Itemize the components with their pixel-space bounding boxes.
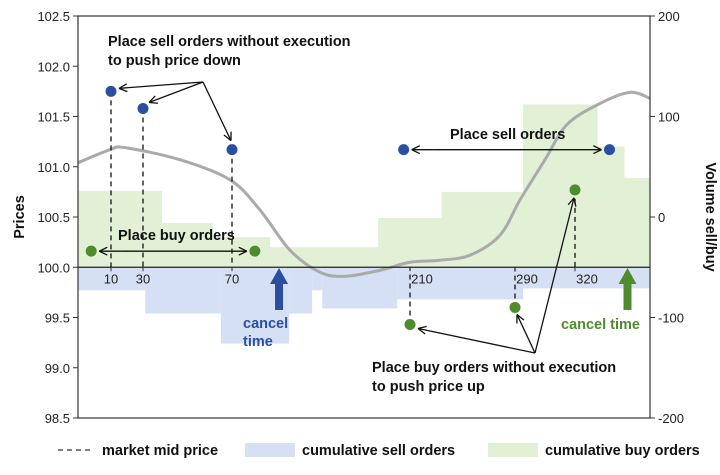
legend-mid-label: market mid price bbox=[102, 443, 218, 459]
legend: market mid price cumulative sell orders … bbox=[58, 443, 700, 459]
y2-axis-label: Volume sell/buy bbox=[702, 162, 718, 271]
y-tick-label: 101.5 bbox=[37, 110, 70, 125]
buy-order-point bbox=[570, 184, 581, 195]
y-tick-label: 102.5 bbox=[37, 9, 70, 24]
x-tick-label: 10 bbox=[104, 271, 118, 286]
buy-order-point bbox=[86, 246, 97, 257]
buy-order-point bbox=[405, 319, 416, 330]
y2-tick-label: 200 bbox=[658, 9, 680, 24]
sell-order-point bbox=[138, 103, 149, 114]
annotation-arrow bbox=[517, 314, 535, 353]
legend-buy-label: cumulative buy orders bbox=[545, 443, 700, 459]
cancel-buy-label: cancel time bbox=[561, 317, 640, 333]
cancel-sell-label-2: time bbox=[243, 334, 273, 350]
sell-order-bar bbox=[145, 267, 221, 313]
y2-tick-label: -200 bbox=[658, 411, 684, 426]
sell-order-point bbox=[227, 144, 238, 155]
sell-order-point bbox=[604, 144, 615, 155]
x-tick-label: 30 bbox=[136, 271, 150, 286]
y-tick-label: 99.5 bbox=[45, 311, 70, 326]
annotation-spoof-buy-2: to push price up bbox=[372, 379, 485, 395]
annotation-arrow bbox=[203, 82, 231, 141]
annotation-place-sell: Place sell orders bbox=[450, 127, 565, 143]
cancel-sell-label-1: cancel bbox=[243, 316, 288, 332]
y-tick-label: 102.0 bbox=[37, 59, 70, 74]
annotation-spoof-buy-1: Place buy orders without execution bbox=[372, 360, 616, 376]
buy-order-bar bbox=[270, 247, 378, 267]
annotation-place-buy: Place buy orders bbox=[118, 228, 235, 244]
sell-order-point bbox=[398, 144, 409, 155]
annotation-arrow-head bbox=[418, 326, 427, 328]
legend-buy-swatch bbox=[488, 443, 538, 457]
y-tick-label: 98.5 bbox=[45, 411, 70, 426]
legend-sell-label: cumulative sell orders bbox=[302, 443, 455, 459]
y2-tick-label: 0 bbox=[658, 210, 665, 225]
buy-order-bar bbox=[598, 147, 625, 268]
x-tick-label: 70 bbox=[225, 271, 239, 286]
y-axis-label: Prices bbox=[12, 195, 28, 239]
buy-order-point bbox=[510, 302, 521, 313]
buy-order-bar bbox=[625, 178, 651, 267]
buy-order-point bbox=[249, 246, 260, 257]
y-tick-label: 101.0 bbox=[37, 160, 70, 175]
annotation-spoof-sell-2: to push price down bbox=[108, 53, 241, 69]
x-tick-label: 210 bbox=[411, 271, 433, 286]
sell-order-point bbox=[106, 86, 117, 97]
y-tick-label: 100.0 bbox=[37, 260, 70, 275]
x-tick-label: 320 bbox=[576, 271, 598, 286]
annotation-arrow bbox=[418, 329, 535, 353]
y2-tick-label: -100 bbox=[658, 311, 684, 326]
y-tick-label: 100.5 bbox=[37, 210, 70, 225]
legend-sell-swatch bbox=[245, 443, 295, 457]
annotation-arrow-head bbox=[119, 88, 127, 91]
annotation-arrow-head bbox=[149, 102, 158, 103]
x-tick-label: 290 bbox=[516, 271, 538, 286]
sell-order-bar bbox=[289, 267, 312, 313]
y2-tick-label: 100 bbox=[658, 110, 680, 125]
y-tick-label: 99.0 bbox=[45, 361, 70, 376]
annotation-spoof-sell-1: Place sell orders without execution bbox=[108, 34, 351, 50]
buy-order-bar bbox=[442, 192, 524, 267]
